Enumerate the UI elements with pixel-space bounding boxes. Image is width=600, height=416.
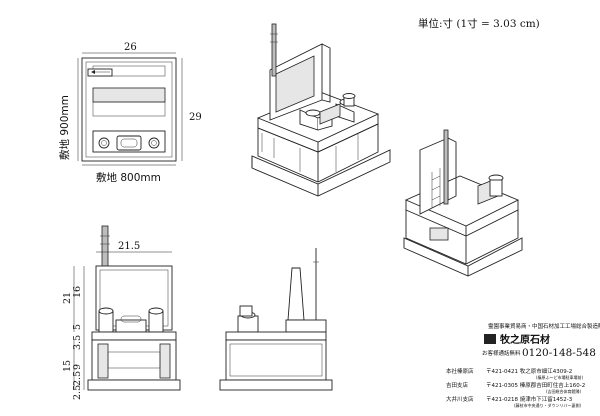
front-elevation: 21.5 21 16 5 3.5 15 9 2.5 2.5 [62, 225, 181, 400]
site-width-label: 敷地 800mm [96, 171, 161, 184]
top-depth-label: 29 [189, 112, 202, 123]
site-depth-label: 敷地 900mm [58, 95, 71, 160]
company-logo-icon [484, 334, 496, 344]
dim-h-2-5b: 2.5 [72, 385, 83, 400]
dim-h-15: 15 [62, 360, 73, 372]
front-width-label: 21.5 [118, 241, 140, 252]
company-tagline: 霊園事業貿易商・中国石材加工工場総合製造販売 [488, 322, 600, 330]
branch-1-note: (吉田総合体育館隣) [546, 388, 582, 394]
company-block: 霊園事業貿易商・中国石材加工工場総合製造販売 牧之原石材 お客様通話無料 012… [446, 322, 600, 408]
side-elevation [219, 248, 333, 391]
branch-0-note: (榛原ふ～ど市場駐車場前) [536, 374, 584, 380]
branch-0-addr: 〒421-0421 牧之原市細江4309-2 [486, 367, 572, 375]
tel-label: お客様通話無料 [482, 349, 521, 357]
dim-h-5: 5 [72, 324, 83, 330]
tel-number: 0120-148-548 [522, 347, 596, 359]
branch-2-note: (藤枝市中央通り・ダウンリバー裏側) [514, 402, 582, 408]
branch-2-label: 大井川支店 [446, 395, 474, 403]
dim-h-2-5a: 2.5 [72, 371, 83, 386]
iso-view-side [403, 129, 523, 277]
dim-h-16: 16 [72, 286, 83, 298]
dim-h-3-5: 3.5 [72, 335, 83, 350]
branch-1-label: 吉田支店 [446, 381, 469, 389]
branch-2-addr: 〒421-0218 焼津市下江留1452-3 [486, 395, 573, 403]
iso-view-main [251, 23, 391, 197]
dim-h-upper: 21 [62, 292, 73, 304]
top-plan-view: 26 29 敷地 800mm 敷地 900mm [58, 42, 202, 184]
branch-0-label: 本社榛原店 [446, 367, 474, 375]
unit-note: 単位:寸 (1寸 = 3.03 cm) [418, 17, 540, 30]
top-width-label: 26 [124, 42, 137, 53]
company-name: 牧之原石材 [500, 333, 550, 346]
branch-1-addr: 〒421-0305 榛原郡吉田町住吉上160-2 [486, 381, 585, 389]
dim-h-9: 9 [72, 364, 83, 370]
